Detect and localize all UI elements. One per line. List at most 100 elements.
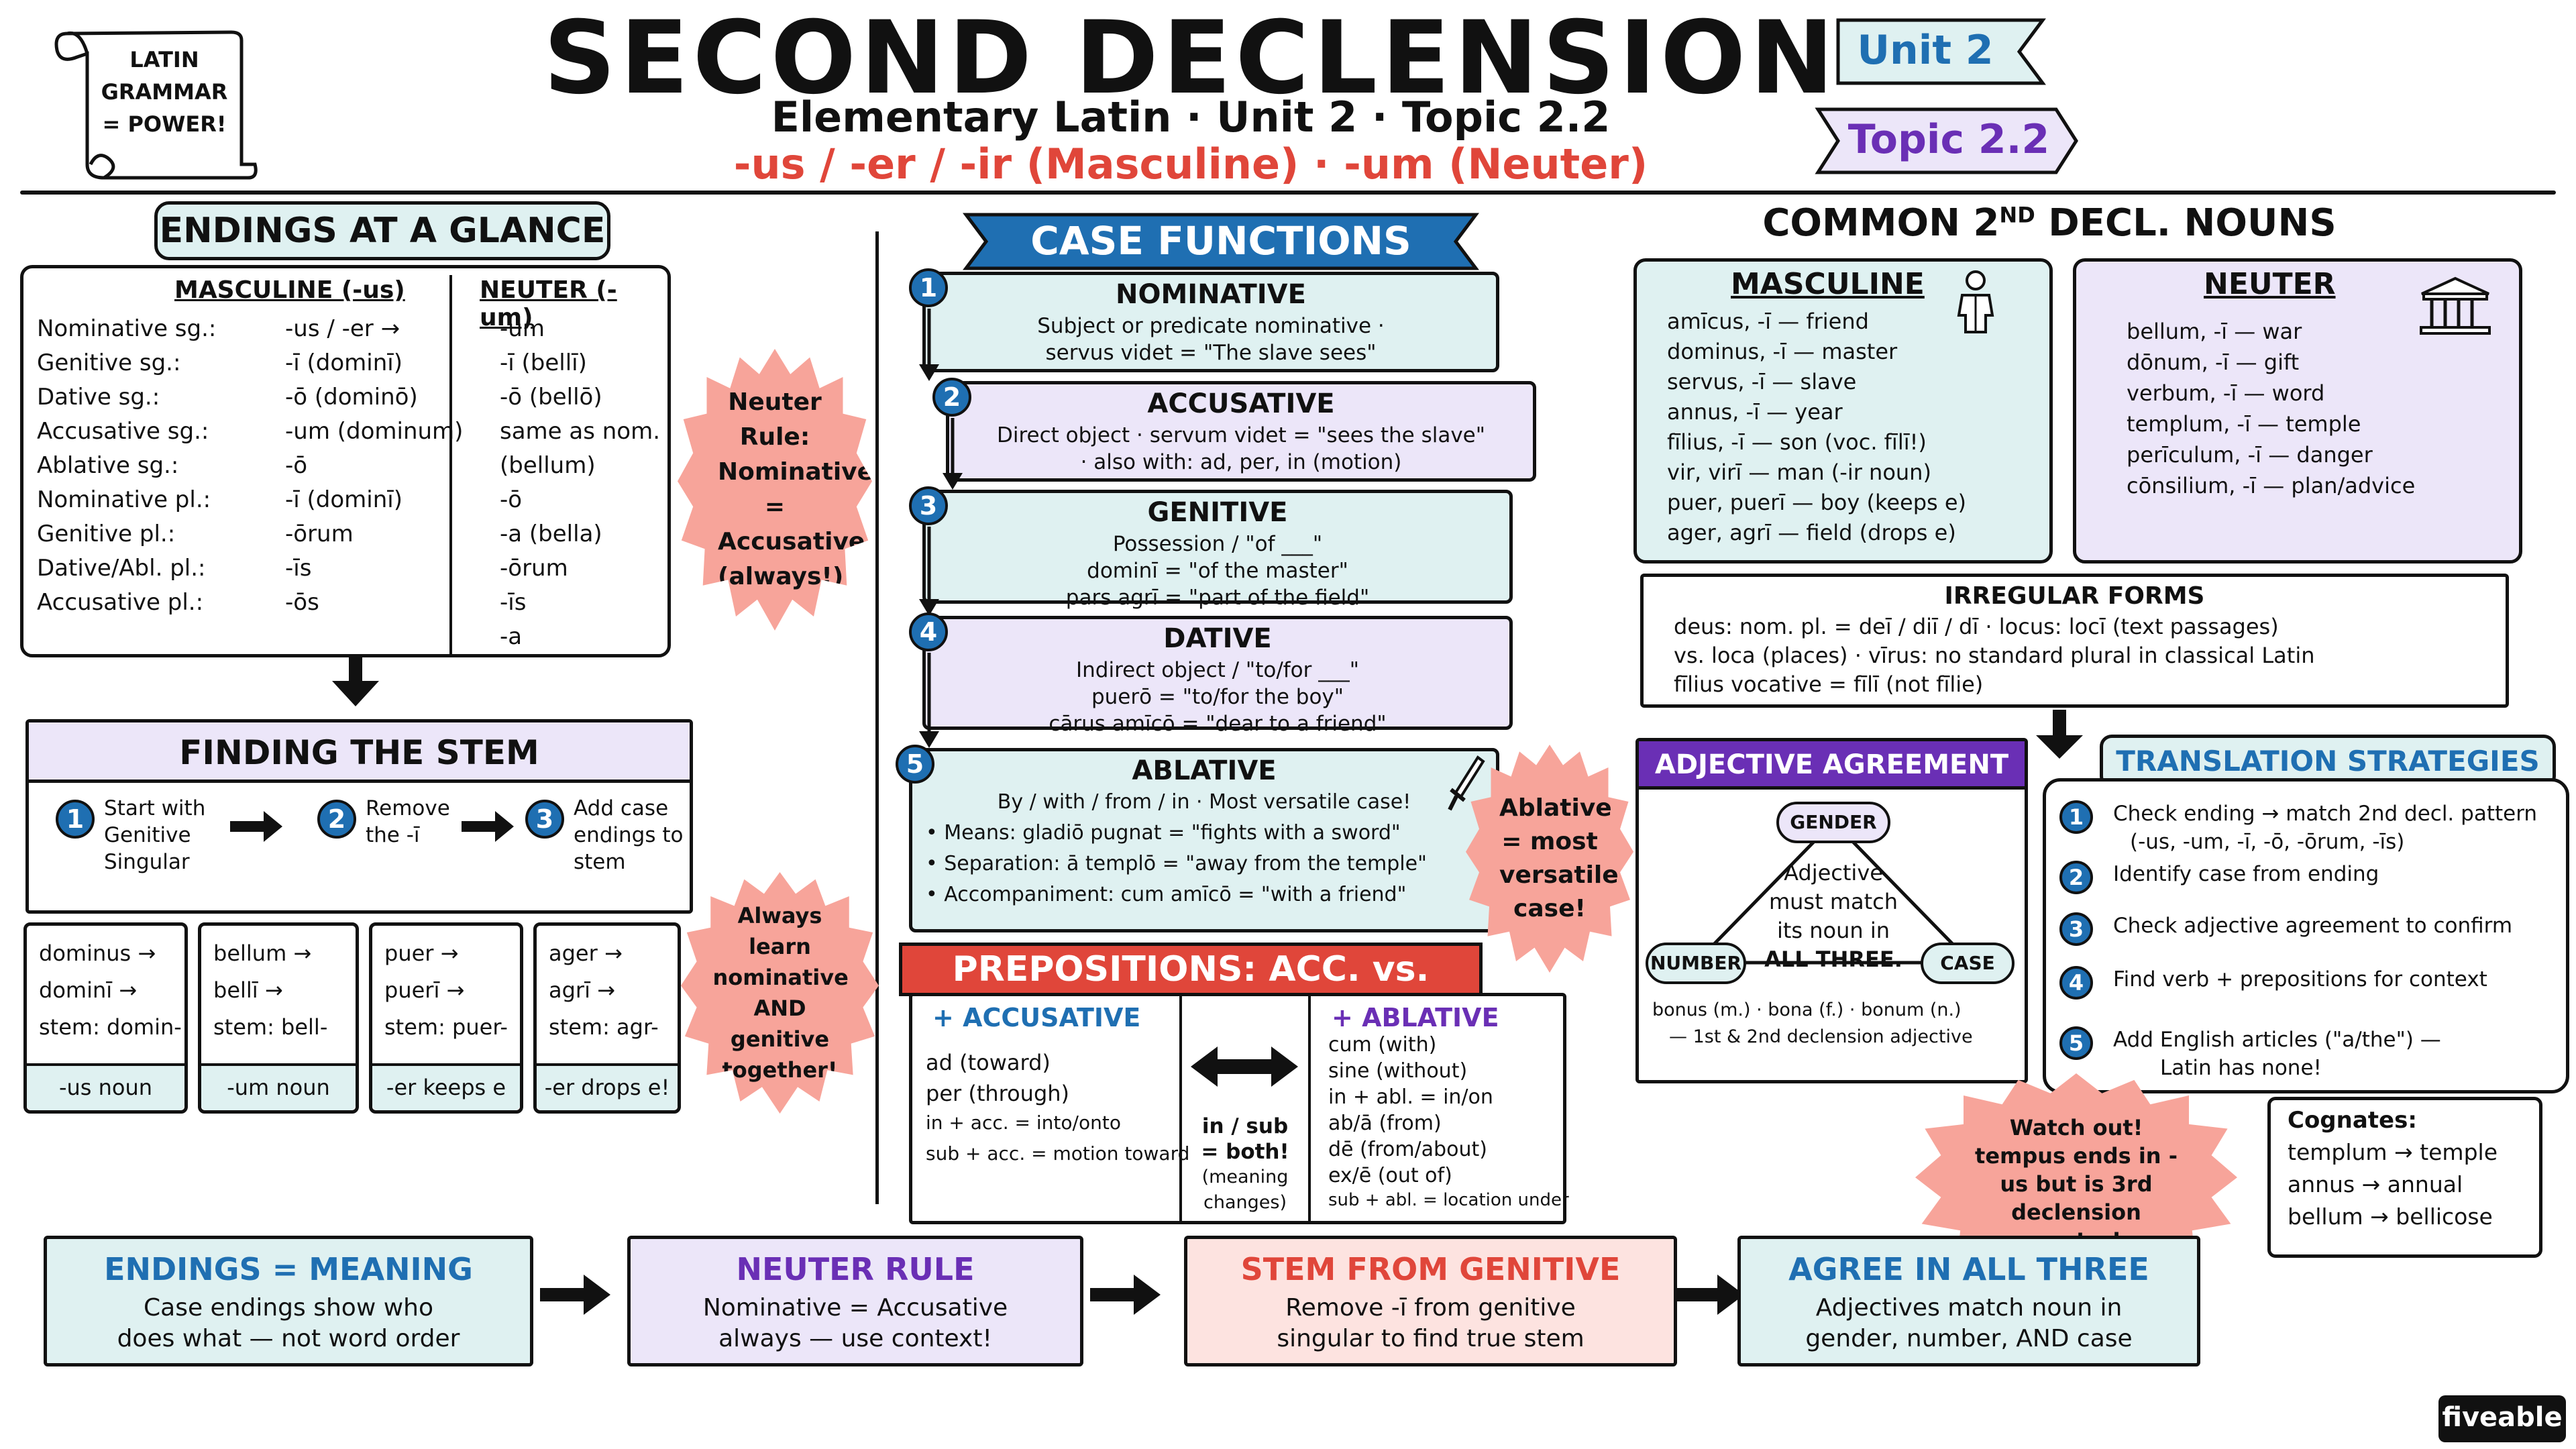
stem-example-line: puerī → [384, 977, 465, 1003]
adj-title-bar: ADJECTIVE AGREEMENT [1639, 741, 2025, 790]
endings-col-divider [449, 275, 452, 654]
endings-masc: -ōrum [285, 521, 354, 547]
endings-row: Nominative sg.:-us / -er →-um [37, 315, 661, 350]
scroll-line-2: GRAMMAR [101, 79, 228, 105]
noun-masc-item: ager, agrī — field (drops e) [1667, 520, 1956, 545]
case-line: Subject or predicate nominative · [1037, 314, 1385, 338]
endings-title-box: ENDINGS AT A GLANCE [154, 201, 610, 260]
noun-neut-item: templum, -ī — temple [2127, 411, 2361, 437]
translation-number-3: 3 [2059, 912, 2093, 946]
case-line: • Separation: ā templō = "away from the … [926, 852, 1427, 875]
noun-neut-item: dōnum, -ī — gift [2127, 350, 2300, 375]
summary-arrow-icon [540, 1271, 614, 1321]
translation-line-2: Latin has none! [2160, 1056, 2322, 1080]
stem-example-card: puer →puerī →stem: puer--er keeps e [369, 922, 523, 1114]
summary-title: AGREE IN ALL THREE [1788, 1251, 2149, 1287]
translation-number-1: 1 [2059, 800, 2093, 834]
endings-masc: -um (dominum) [285, 418, 464, 445]
stem-example-line: dominī → [39, 977, 138, 1003]
endings-row: Dative/Abl. pl.:-īs-ōrum [37, 555, 661, 589]
summary-card-1: ENDINGS = MEANING Case endings show who do… [44, 1236, 533, 1366]
irregular-line-1: deus: nom. pl. = deī / diī / dī · locus:… [1674, 614, 2279, 639]
down-arrow-icon [916, 653, 943, 754]
prep-abl-item: in + abl. = in/on [1328, 1085, 1493, 1109]
case-name: NOMINATIVE [1116, 279, 1306, 310]
column-divider [875, 231, 879, 1204]
translation-line: Identify case from ending [2113, 862, 2379, 886]
endings-col-masc: MASCULINE (-us) [174, 276, 405, 304]
page-title: SECOND DECLENSION [543, 0, 1838, 117]
topic-tag: Topic 2.2 [1811, 104, 2080, 178]
down-arrow-icon [939, 418, 966, 496]
sword-icon [1446, 755, 1486, 818]
noun-neut-item: bellum, -ī — war [2127, 319, 2302, 344]
endings-neut: -a [500, 623, 523, 650]
page-subtitle-2: -us / -er / -ir (Masculine) · -um (Neute… [733, 140, 1648, 189]
case-name: ACCUSATIVE [1147, 388, 1335, 419]
endings-masc: -ō (dominō) [285, 384, 418, 411]
summary-title: ENDINGS = MEANING [104, 1251, 473, 1287]
endings-title: ENDINGS AT A GLANCE [159, 211, 606, 251]
preps-divider-1 [1179, 996, 1182, 1221]
endings-case: Dative/Abl. pl.: [37, 555, 206, 582]
translation-line: Add English articles ("a/the") — [2113, 1028, 2441, 1052]
summary-title: NEUTER RULE [736, 1251, 975, 1287]
case-line: Possession / "of ___" [1112, 532, 1323, 556]
case-line: Indirect object / "to/for ___" [1075, 658, 1359, 682]
step-text-3: Add case endings to stem [574, 796, 684, 874]
step-arrow-icon [230, 810, 284, 846]
adj-example-2: — 1st & 2nd declension adjective [1669, 1026, 1973, 1047]
stem-example-line: agrī → [549, 977, 615, 1003]
stem-example-line: bellum → [213, 941, 312, 966]
always-burst: Always learn nominative AND genitive tog… [681, 872, 879, 1114]
endings-table: MASCULINE (-us) NEUTER (-um) Nominative … [20, 265, 671, 657]
step-text-2: Remove the -ī [366, 796, 450, 847]
adj-gender-node: GENDER [1776, 802, 1890, 843]
summary-line-1: Case endings show who [144, 1294, 433, 1322]
stem-example-line: stem: agr- [549, 1014, 659, 1040]
case-number-4: 4 [909, 612, 948, 651]
stem-example-line: ager → [549, 941, 623, 966]
stem-example-card: ager →agrī →stem: agr--er drops e! [533, 922, 681, 1114]
endings-neut: same as nom. [500, 418, 661, 445]
watch-burst-text: Watch out! tempus ends in -us but is 3rd… [1975, 1115, 2178, 1253]
endings-case: Nominative sg.: [37, 315, 217, 342]
stem-example-card: dominus →dominī →stem: domin--us noun [23, 922, 188, 1114]
translation-line: Check ending → match 2nd decl. pattern [2113, 802, 2538, 826]
down-arrow-endings [325, 654, 386, 710]
cognate-item: bellum → bellicose [2288, 1203, 2493, 1230]
translation-number-2: 2 [2059, 861, 2093, 894]
soldier-icon [1952, 268, 1999, 338]
endings-masc: -ōs [285, 589, 319, 616]
cognate-item: templum → temple [2288, 1139, 2498, 1165]
noun-masc-item: dominus, -ī — master [1667, 339, 1898, 364]
nouns-title: COMMON 2ND DECL. NOUNS [1762, 201, 2337, 245]
prep-mid-line: changes) [1203, 1192, 1287, 1213]
unit-tag: Unit 2 [1818, 15, 2046, 89]
case-line: By / with / from / in · Most versatile c… [997, 790, 1411, 814]
summary-line-2: does what — not word order [117, 1325, 460, 1352]
noun-masc-item: puer, puerī — boy (keeps e) [1667, 490, 1967, 515]
scroll-line-3: = POWER! [102, 111, 227, 137]
case-line: cārus amīcō = "dear to a friend" [1049, 712, 1387, 736]
stem-example-line: stem: bell- [213, 1014, 328, 1040]
prep-mid-line: = both! [1201, 1140, 1289, 1164]
adj-center-4: ALL THREE. [1764, 947, 1902, 972]
step-text-1: Start with Genitive Singular [104, 796, 206, 874]
adj-center-2: must match [1768, 889, 1898, 914]
endings-neut: -a (bella) [500, 521, 602, 547]
case-functions-title: CASE FUNCTIONS [1030, 218, 1411, 264]
endings-case: Nominative pl.: [37, 486, 211, 513]
summary-title: STEM FROM GENITIVE [1240, 1251, 1621, 1287]
neuter-burst: Neuter Rule: Nominative = Accusative (al… [678, 349, 872, 631]
